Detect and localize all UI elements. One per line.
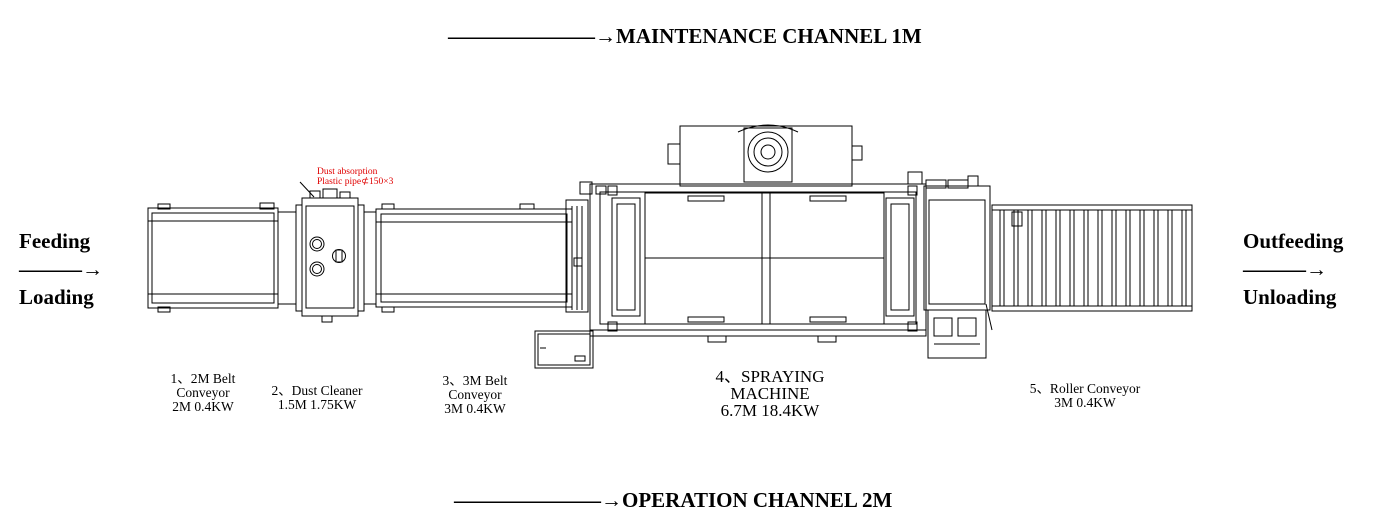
station-label-belt-conveyor-3m: 3、3M Belt Conveyor 3M 0.4KW [442,373,508,416]
roller-conveyor [992,205,1192,311]
maintenance-channel-label: ———————→MAINTENANCE CHANNEL 1M [448,24,922,48]
station-label-spraying-machine: 4、SPRAYING MACHINE 6.7M 18.4KW [715,367,825,420]
spraying-machine [580,125,926,342]
belt-conveyor-3m [376,200,588,312]
feeding-arrow: ———→ [19,257,103,281]
dust-absorption-note: Dust absorption Plastic pipe⊄150×3 [317,167,394,187]
station-label-belt-conveyor-2m: 1、2M Belt Conveyor 2M 0.4KW [170,371,236,414]
belt-conveyor-2m [148,203,296,312]
outfeeding-label: Outfeeding [1243,229,1344,253]
station-label-roller-conveyor: 5、Roller Conveyor 3M 0.4KW [1029,381,1141,410]
drive-unit [924,176,992,358]
unloading-label: Unloading [1243,285,1337,309]
control-box [535,331,593,368]
loading-label: Loading [19,285,94,309]
operation-channel-label: ———————→OPERATION CHANNEL 2M [454,488,893,512]
feeding-label: Feeding [19,229,91,253]
dust-cleaner [296,182,376,322]
station-label-dust-cleaner: 2、Dust Cleaner 1.5M 1.75KW [271,383,363,412]
outfeeding-arrow: ———→ [1243,257,1327,281]
